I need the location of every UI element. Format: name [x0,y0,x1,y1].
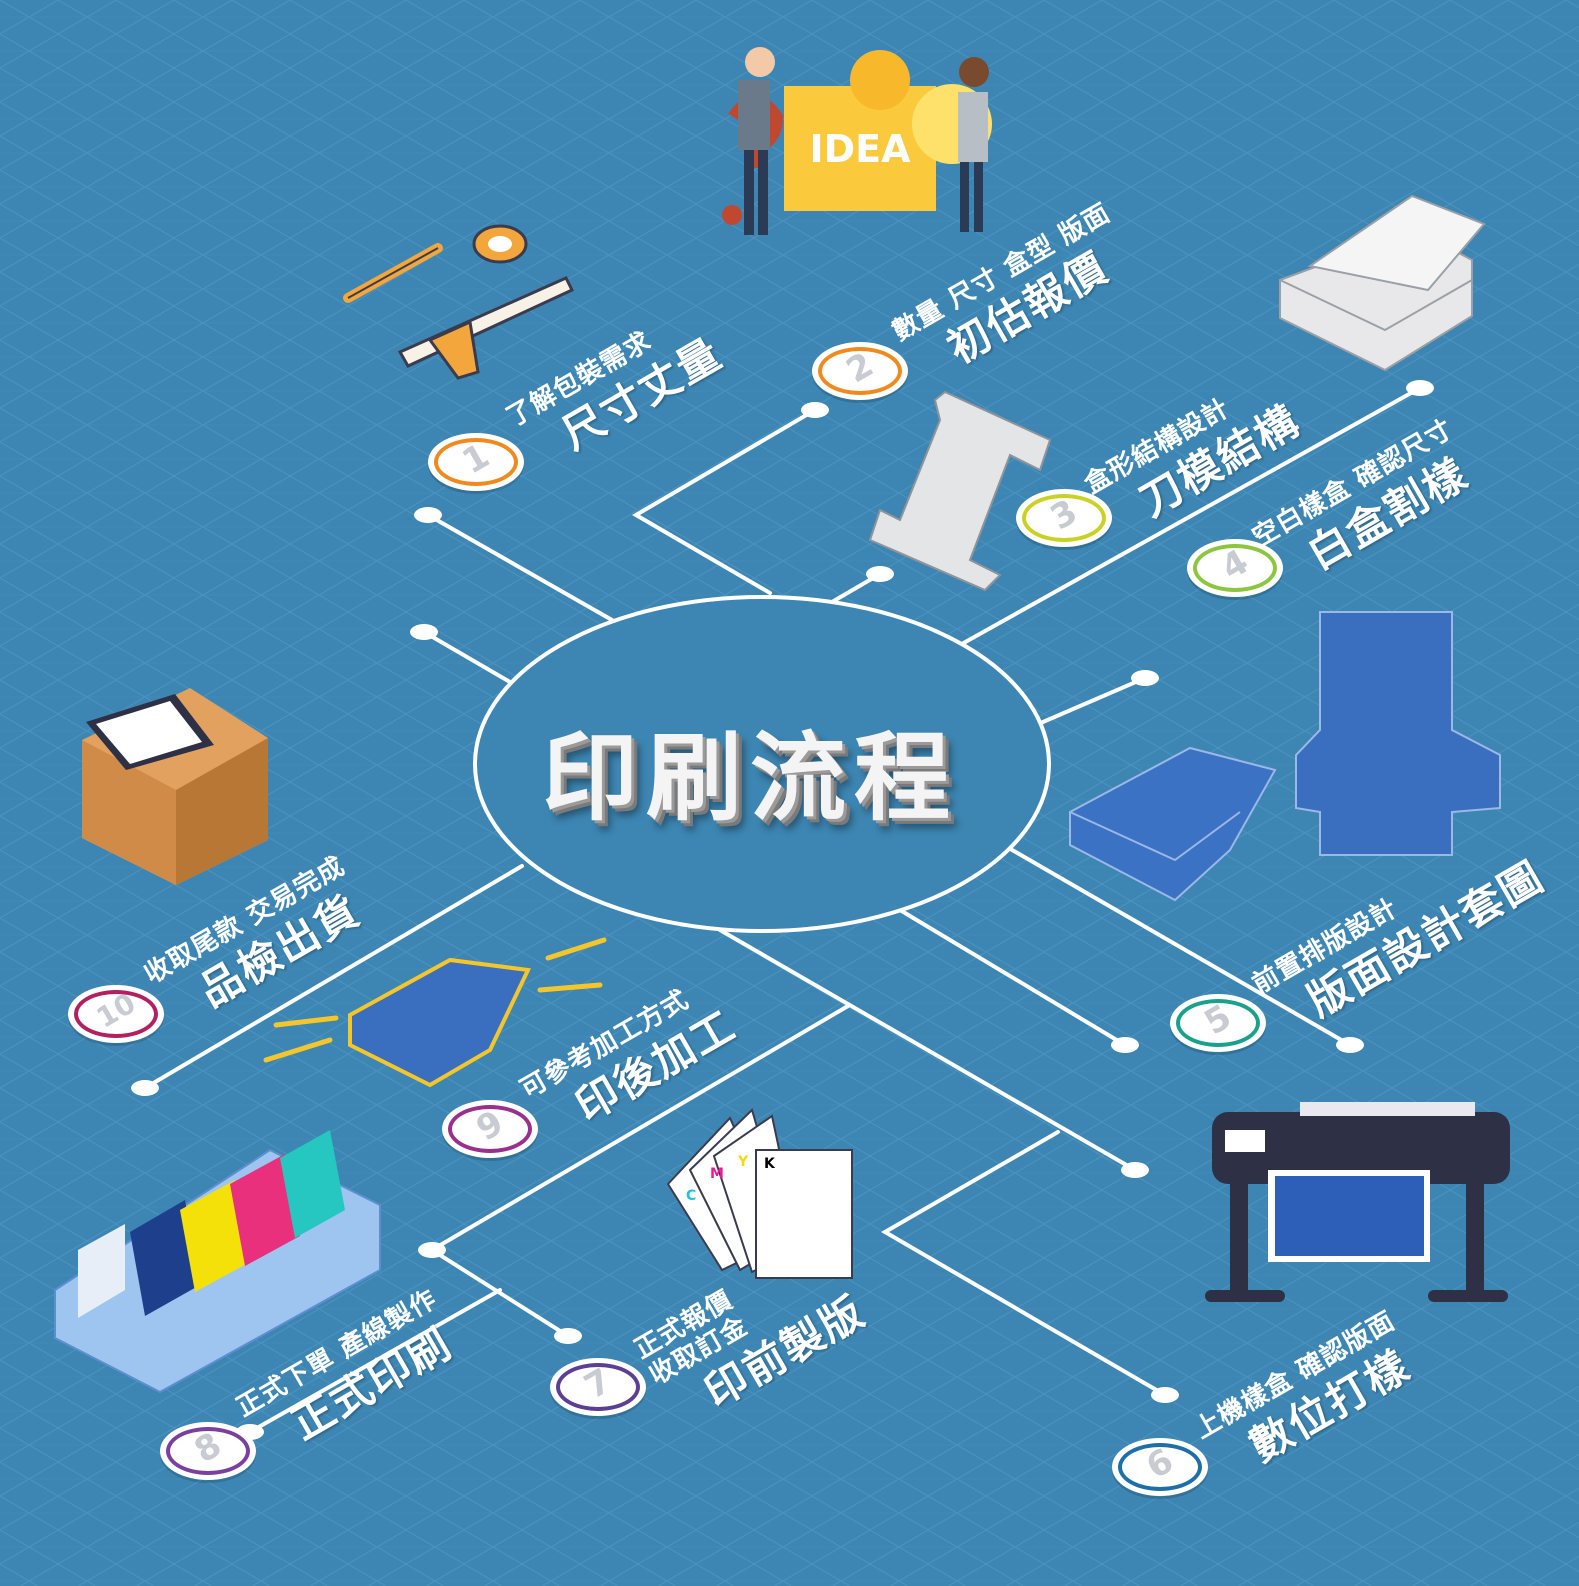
cmyk-m-label: M [710,1166,724,1182]
badge-ring [1118,1443,1202,1491]
connector-6a [718,928,1137,1172]
connector-8 [248,1288,502,1434]
shipping-box-icon [82,688,268,885]
badge-ring [448,1105,532,1153]
large-format-printer-icon [1205,1102,1510,1302]
dot [1131,670,1159,686]
connector-4 [958,386,1422,647]
page-title: 印刷流程 [542,721,958,834]
connector-5a [1034,676,1147,727]
badge-ring [434,438,518,486]
step-badge-4: 4 [1187,539,1283,597]
connector-2 [632,408,817,595]
dot [554,1328,582,1344]
cmyk-plates-icon: C M Y K [666,1108,853,1279]
connector-dots [131,380,1434,1440]
center-ellipse [473,595,1051,933]
dot [131,1080,159,1096]
dieline-structure-icon [868,390,1052,592]
step-badge-6: 6 [1112,1438,1208,1496]
step-badge-10: 10 [68,985,164,1043]
dot [866,566,894,582]
step-badge-7: 7 [550,1358,646,1416]
badge-ring [166,1427,250,1475]
dot [1111,1037,1139,1053]
cmyk-y-label: Y [737,1154,749,1170]
step-badge-2: 2 [812,342,908,400]
badge-ring [1193,544,1277,592]
dot [418,1242,446,1258]
printed-box-icon [1069,611,1501,902]
badge-ring [818,347,902,395]
badge-ring [1022,494,1106,542]
connector-5b [998,841,1352,1047]
badge-ring [556,1363,640,1411]
connector-10 [143,864,524,1090]
badge-ring [1176,999,1260,1047]
step-badge-3: 3 [1016,489,1112,547]
dot [414,507,442,523]
finishing-box-icon [263,937,607,1088]
connector-5c [898,908,1127,1047]
cmyk-c-label: C [686,1188,696,1204]
offset-press-icon [54,1130,381,1394]
connector-6b [881,1130,1167,1397]
dot [410,624,438,640]
measuring-tools-icon [343,224,575,380]
white-box-sample-icon [1279,194,1486,372]
step-badge-8: 8 [160,1422,256,1480]
idea-sign-text: IDEA [809,127,911,171]
step-badge-1: 1 [428,433,524,491]
connector-1 [426,513,614,622]
idea-people-illustration: IDEA [722,47,992,235]
badge-ring [74,990,158,1038]
dot [1121,1162,1149,1178]
step-badge-5: 5 [1170,994,1266,1052]
connector-left-top [422,630,512,684]
dot [801,402,829,418]
dot [1336,1037,1364,1053]
dot [1151,1387,1179,1403]
cmyk-k-label: K [764,1156,776,1172]
dot [1406,380,1434,396]
step-badge-9: 9 [442,1100,538,1158]
